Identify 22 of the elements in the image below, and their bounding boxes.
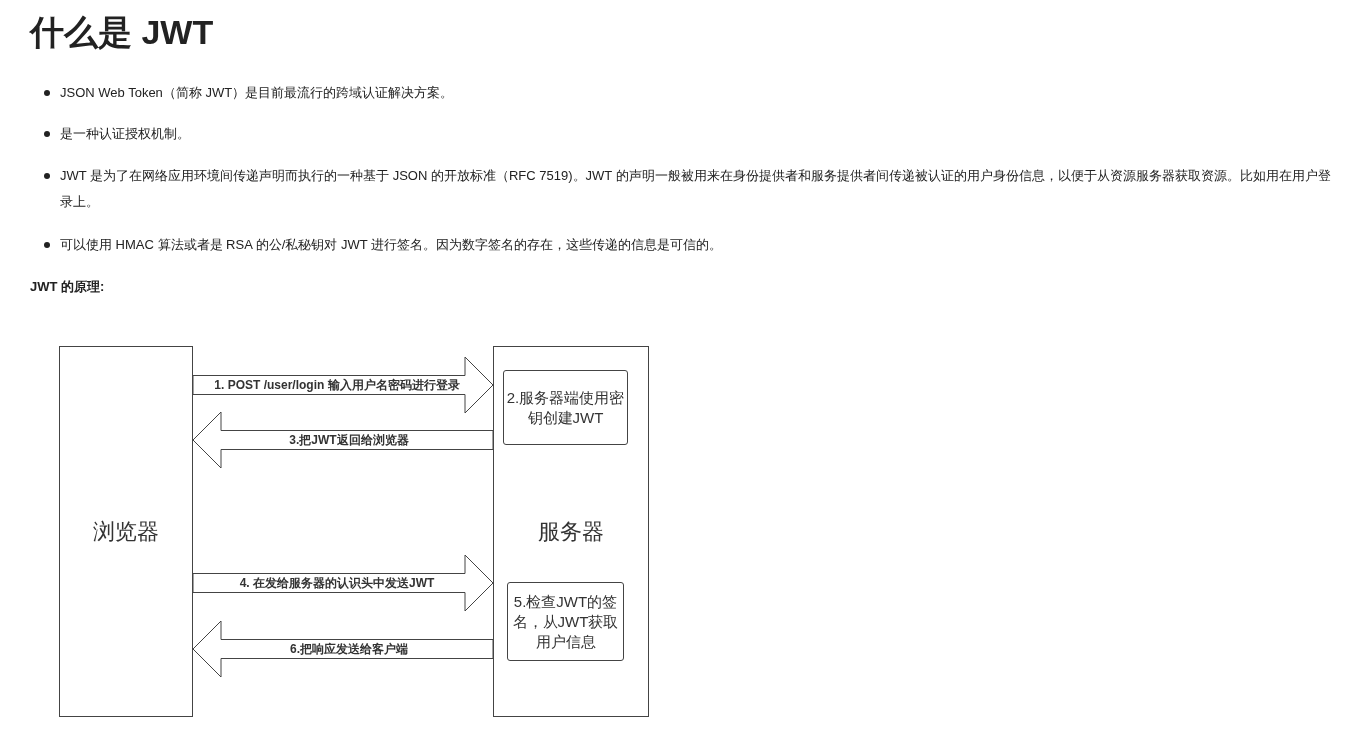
step-box (503, 370, 628, 445)
edge-label: 4. 在发给服务器的认识头中发送JWT (239, 575, 435, 591)
page-title: 什么是 JWT (30, 12, 214, 53)
edge-label: 3.把JWT返回给浏览器 (289, 432, 409, 448)
bullet-text: 是一种认证授权机制。 (60, 125, 191, 143)
edge-label: 1. POST /user/login 输入用户名密码进行登录 (214, 377, 460, 393)
block-arrow (192, 411, 494, 469)
node-label: 服务器 (538, 517, 604, 546)
bullet-text: JSON Web Token（简称 JWT）是目前最流行的跨域认证解决方案。 (60, 84, 455, 102)
block-arrow (192, 554, 494, 612)
bullet-text: JWT 是为了在网络应用环境间传递声明而执行的一种基于 JSON 的开放标准（RFC 7519)。JWT 的声明一般被用来在身份提供者和服务提供者间传递被认证的用户身份信息，以便于从资源服务器获取资源。比如用在用户登录上。 (60, 167, 1332, 211)
node-label: 浏览器 (93, 517, 159, 546)
bullet-text: 可以使用 HMAC 算法或者是 RSA 的公/私秘钥对 JWT 进行签名。因为数字签名的存在，这些传递的信息是可信的。 (60, 236, 724, 254)
step-box (507, 582, 624, 661)
server-box (493, 346, 649, 717)
edge-label: 6.把响应发送给客户端 (290, 641, 408, 657)
browser-box (59, 346, 193, 717)
step-text: 2.服务器端使用密钥创建JWT (505, 387, 626, 428)
step-text: 5.检查JWT的签名，从JWT获取用户信息 (511, 591, 620, 652)
section-heading: JWT 的原理: (30, 278, 106, 296)
block-arrow (192, 620, 494, 678)
block-arrow (192, 356, 494, 414)
